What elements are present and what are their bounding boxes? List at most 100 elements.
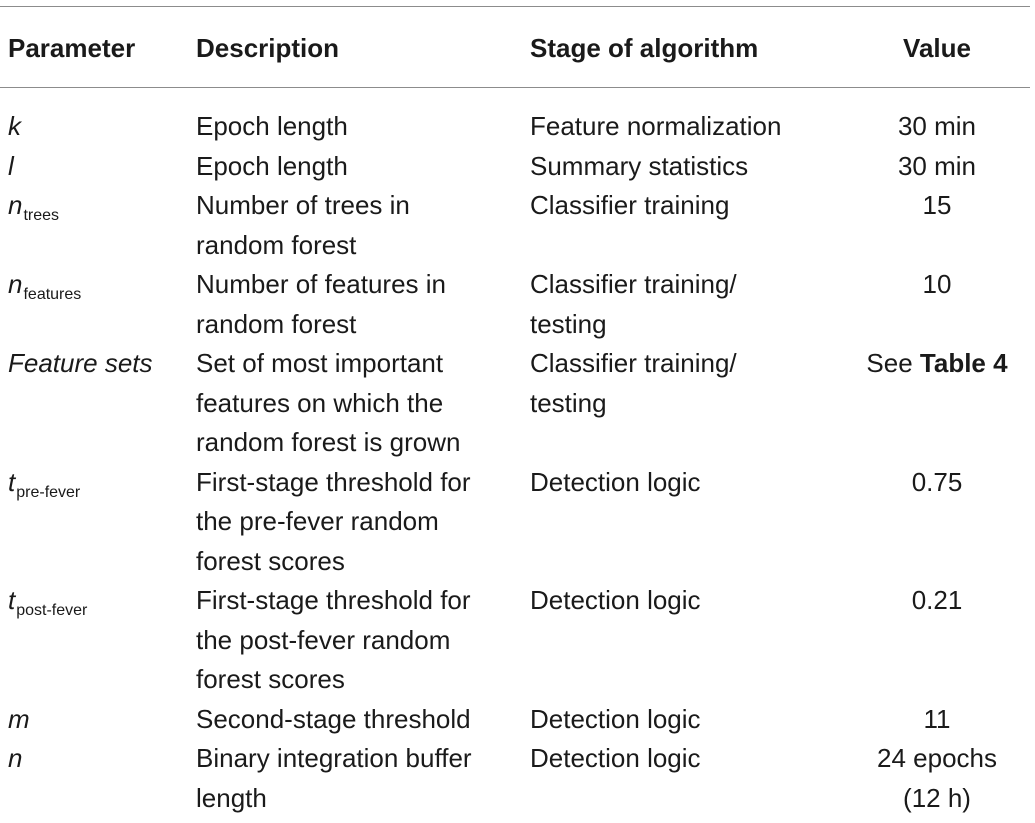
value-line: 30 min: [842, 147, 1032, 187]
value-cell: 30 min: [842, 107, 1032, 147]
value-cell: 0.21: [842, 581, 1032, 621]
description-line: forest scores: [196, 664, 345, 694]
stage-line: Summary statistics: [530, 150, 749, 181]
parameter-symbol: t: [8, 585, 16, 615]
stage-cell: Classifier training/testing: [530, 344, 830, 423]
description-line: Number of trees in: [196, 190, 410, 220]
stage-cell: Detection logic: [530, 700, 830, 740]
stage-cell: Summary statistics: [530, 147, 830, 187]
value-line: 10: [842, 265, 1032, 305]
value-text: 11: [923, 703, 951, 734]
value-text: 24 epochs: [877, 743, 997, 773]
parameter-cell: tpre-fever: [8, 463, 188, 507]
stage-cell: Detection logic: [530, 739, 830, 779]
stage-cell: Detection logic: [530, 463, 830, 503]
parameter-symbol: t: [8, 466, 16, 497]
header-parameter: Parameter: [8, 33, 136, 63]
table-row: l Epoch length Summary statistics 30 min: [0, 147, 1035, 187]
parameter-cell: k: [8, 107, 188, 147]
value-text: 15: [922, 190, 952, 220]
parameter-subscript: pre-fever: [16, 483, 81, 501]
description-line: Number of features in: [196, 269, 447, 299]
stage-line: Classifier training/: [530, 269, 737, 299]
value-line: 24 epochs: [842, 739, 1032, 779]
table-row: tpost-fever First-stage threshold for the …: [0, 581, 1035, 700]
description-line: Binary integration buffer: [196, 743, 472, 773]
value-text: 30 min: [897, 150, 977, 181]
description-cell: Epoch length: [196, 147, 526, 187]
stage-cell: Classifier training: [530, 186, 830, 226]
parameter-cell: nfeatures: [8, 265, 188, 309]
value-text: (12 h): [903, 782, 971, 813]
stage-line: Detection logic: [530, 743, 701, 773]
stage-line: Classifier training: [530, 190, 730, 220]
value-cell: 0.75: [842, 463, 1032, 503]
parameter-cell: m: [8, 700, 188, 740]
description-cell: Number of features in random forest: [196, 265, 526, 344]
parameter-subscript: post-fever: [16, 602, 88, 619]
parameter-symbol: m: [8, 703, 30, 734]
value-line: 15: [842, 186, 1032, 226]
parameter-subscript: features: [23, 286, 82, 303]
parameter-symbol: Feature sets: [8, 348, 153, 378]
parameter-cell: n: [8, 739, 188, 779]
description-cell: Epoch length: [196, 107, 526, 147]
value-cell: 15: [842, 186, 1032, 226]
table-row: k Epoch length Feature normalization 30 min: [0, 107, 1035, 147]
value-cell: 10: [842, 265, 1032, 305]
description-cell: Second-stage threshold: [196, 700, 526, 740]
stage-line: Detection logic: [530, 585, 701, 615]
description-cell: First-stage threshold for the post-fever …: [196, 581, 526, 700]
parameter-symbol: n: [8, 269, 23, 299]
description-line: Set of most important: [196, 348, 444, 378]
value-text: 0.21: [911, 585, 963, 615]
parameter-cell: Feature sets: [8, 344, 188, 384]
header-value: Value: [903, 33, 971, 63]
value-cell: 24 epochs (12 h): [842, 739, 1032, 818]
stage-cell: Classifier training/testing: [530, 265, 830, 344]
table-row: ntrees Number of trees in random forest Cla…: [0, 186, 1035, 265]
value-text: See: [866, 348, 920, 378]
description-line: the post-fever random: [196, 624, 451, 655]
table-top-rule: [0, 6, 1030, 7]
table-header-rule: [0, 87, 1030, 88]
stage-cell: Feature normalization: [530, 107, 830, 147]
stage-line: Detection logic: [530, 466, 701, 497]
description-line: random forest: [196, 229, 357, 260]
stage-line: Feature normalization: [530, 111, 782, 141]
value-text: 30 min: [897, 111, 977, 141]
parameter-symbol: l: [8, 150, 14, 181]
description-line: forest scores: [196, 545, 345, 576]
value-line: 0.21: [842, 581, 1032, 621]
value-line: 11: [842, 700, 1032, 740]
stage-cell: Detection logic: [530, 581, 830, 621]
description-line: the pre-fever random: [196, 506, 439, 536]
parameter-cell: ntrees: [8, 186, 188, 230]
value-cell: 11: [842, 700, 1032, 740]
table-row: nfeatures Number of features in random for…: [0, 265, 1035, 344]
description-line: random forest: [196, 308, 357, 339]
description-line: random forest is grown: [196, 427, 461, 457]
parameter-symbol: n: [8, 190, 23, 220]
description-line: Epoch length: [196, 111, 348, 141]
value-cell: 30 min: [842, 147, 1032, 187]
value-line: (12 h): [842, 779, 1032, 819]
value-text: 0.75: [911, 466, 963, 497]
parameter-subscript: trees: [23, 207, 60, 224]
description-line: Second-stage threshold: [196, 703, 471, 734]
stage-line: Classifier training/: [530, 348, 737, 378]
value-line: See Table 4: [842, 344, 1032, 384]
value-line: 0.75: [842, 463, 1032, 503]
header-description: Description: [196, 33, 340, 63]
value-text: 10: [922, 269, 952, 299]
header-stage: Stage of algorithm: [530, 33, 759, 63]
description-line: First-stage threshold for: [196, 585, 471, 615]
description-line: Epoch length: [196, 150, 348, 181]
value-cell: See Table 4: [842, 344, 1032, 384]
